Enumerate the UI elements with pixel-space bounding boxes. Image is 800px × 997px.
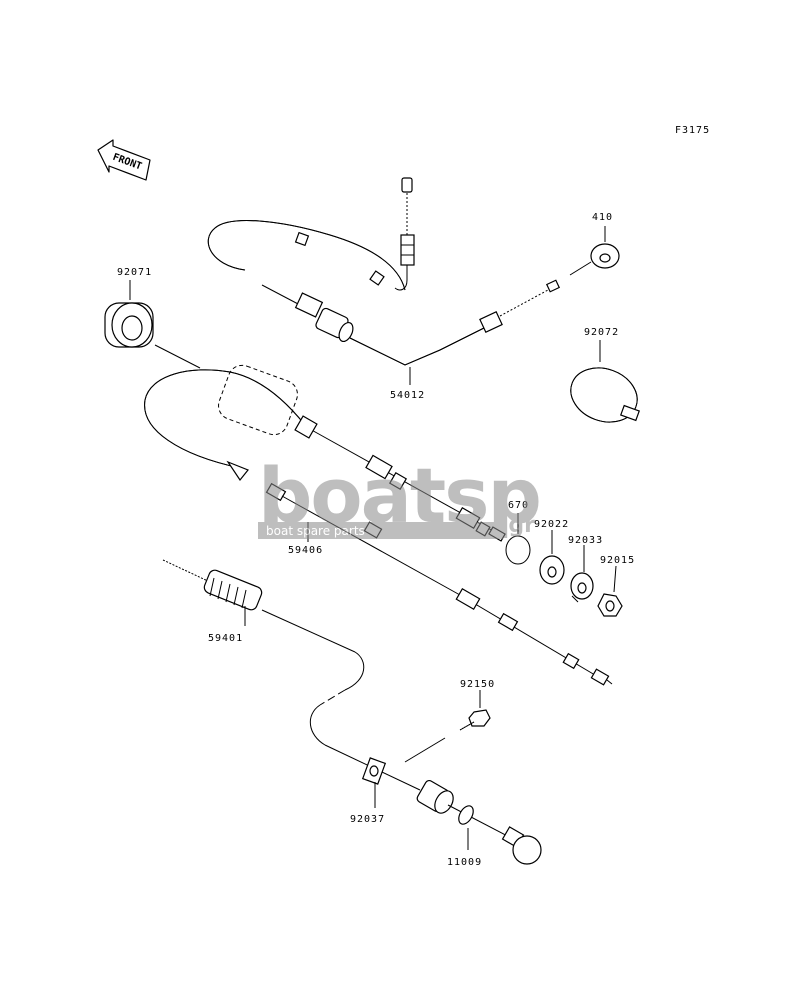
label-59406: 59406 xyxy=(288,545,323,556)
figure-code: F3175 xyxy=(675,125,710,136)
label-92071: 92071 xyxy=(117,267,152,278)
label-92072: 92072 xyxy=(584,327,619,338)
part-11009-knob xyxy=(416,779,542,865)
part-92015-nut xyxy=(597,565,623,617)
label-11009: 11009 xyxy=(447,857,482,868)
svg-text:.gr: .gr xyxy=(500,513,535,538)
label-92150: 92150 xyxy=(460,679,495,690)
svg-text:boat spare parts: boat spare parts xyxy=(266,524,365,538)
label-92037: 92037 xyxy=(350,814,385,825)
part-92150-bolt xyxy=(404,690,491,763)
part-92072-clamp xyxy=(570,340,640,423)
part-92071-grommet xyxy=(104,280,201,369)
label-54012: 54012 xyxy=(390,390,425,401)
label-410: 410 xyxy=(592,212,613,223)
cable-59401 xyxy=(162,559,421,791)
label-92022: 92022 xyxy=(534,519,569,530)
front-arrow-icon: FRONT xyxy=(97,139,151,181)
cable-54012 xyxy=(207,177,561,366)
label-670: 670 xyxy=(508,500,529,511)
part-410-bushing xyxy=(569,226,620,276)
label-92033: 92033 xyxy=(568,535,603,546)
watermark-logo: boatsp .gr boat spare parts xyxy=(258,451,542,540)
part-670-o-ring xyxy=(505,513,531,565)
label-59401: 59401 xyxy=(208,633,243,644)
label-92015: 92015 xyxy=(600,555,635,566)
part-92033-lock-washer xyxy=(570,545,594,603)
part-92022-washer xyxy=(539,530,565,585)
